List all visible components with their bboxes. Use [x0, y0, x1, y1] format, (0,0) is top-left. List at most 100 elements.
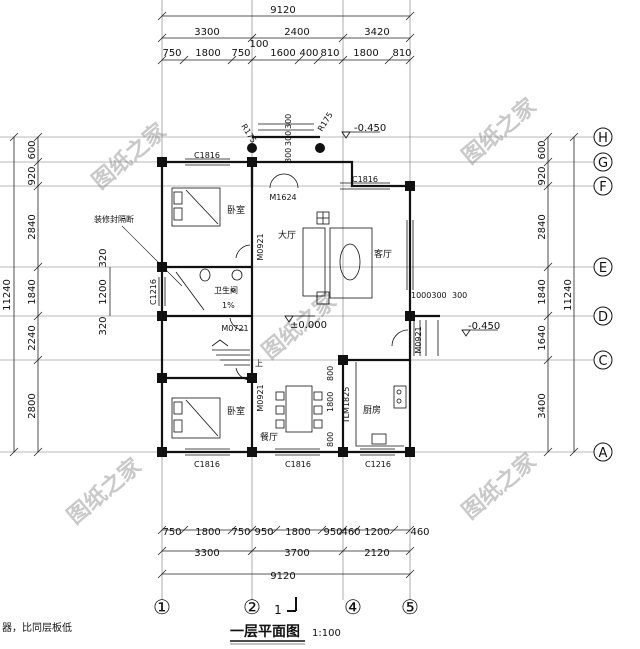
room-label-bedroom2: 卧室	[227, 405, 245, 417]
bed-icon-1	[171, 187, 221, 227]
bathroom-fixtures	[175, 268, 243, 311]
left-dim-6: 2800	[27, 393, 38, 418]
slope-label: 1%	[222, 301, 235, 310]
step-dim-1000300: 1000300	[411, 291, 447, 300]
axis-label-c: C	[598, 354, 607, 369]
windows	[158, 158, 414, 456]
bottom-detail-dim-6: 950	[323, 527, 342, 538]
room-label-bathroom: 卫生间	[214, 285, 238, 295]
axis-label-1: ①	[153, 595, 171, 619]
watermark-bottom-right: 图纸之家	[457, 447, 542, 524]
entry-dim-300b: 300	[284, 131, 293, 146]
stair-up-label: 上	[255, 359, 263, 368]
room-label-kitchen: 厨房	[363, 404, 381, 416]
room-label-guest: 客厅	[374, 248, 392, 260]
partition-leader	[121, 225, 183, 287]
door-label-entry: M1624	[269, 193, 296, 202]
left-inner-dim-1: 320	[98, 248, 109, 267]
bottom-detail-dim-9: 460	[410, 527, 429, 538]
bottom-sub-dim-3: 2120	[364, 548, 389, 559]
top-detail-dim-1: 750	[162, 48, 181, 59]
left-dim-2: 600	[27, 140, 38, 159]
right-dim-6: 3400	[537, 393, 548, 418]
axis-label-a: A	[599, 446, 608, 461]
right-dim-3: 2840	[537, 214, 548, 239]
kitchen-dim-800a: 800	[326, 366, 335, 381]
axis-label-f: F	[599, 180, 606, 195]
level-entry: -0.450	[354, 123, 386, 134]
partition-note: 装修封隔断	[94, 214, 134, 224]
door-label-bathroom: M0721	[221, 324, 248, 333]
room-label-bedroom1: 卧室	[227, 204, 245, 216]
top-dimensions	[157, 11, 415, 65]
axis-label-4: ④	[344, 595, 362, 619]
door-label-kitchen-slider: TLM1825	[342, 387, 351, 425]
top-detail-dim-7: 810	[320, 48, 339, 59]
room-label-dining: 餐厅	[260, 431, 278, 443]
stair-icon	[211, 339, 250, 366]
bottom-detail-dim-3: 750	[231, 527, 250, 538]
level-markers	[284, 131, 498, 337]
section-mark	[287, 597, 297, 612]
left-dim-3: 2840	[27, 214, 38, 239]
section-mark-number: 1	[274, 603, 282, 617]
step-dim-300: 300	[452, 291, 467, 300]
watermark-top-left: 图纸之家	[87, 117, 172, 194]
left-dimensions	[9, 132, 111, 457]
bottom-sub-dim-2: 3700	[284, 548, 309, 559]
window-label-living: C1816	[352, 175, 378, 184]
kitchen-counter-icon	[355, 362, 407, 447]
room-label-living: 大厅	[278, 229, 296, 241]
top-detail-dim-4: 100	[249, 39, 268, 50]
radius-label-right: R175	[316, 111, 335, 133]
top-detail-dim-9: 810	[392, 48, 411, 59]
radius-label-left: R175	[239, 122, 258, 144]
watermark-bottom-left: 图纸之家	[62, 452, 147, 529]
bottom-sub-dim-1: 3300	[194, 548, 219, 559]
axis-label-g: G	[598, 156, 608, 171]
axis-label-5: ⑤	[401, 595, 419, 619]
bottom-detail-dim-4: 950	[254, 527, 273, 538]
bottom-detail-dim-5: 1800	[285, 527, 310, 538]
axis-label-2: ②	[243, 595, 261, 619]
right-dim-2: 600	[537, 140, 548, 159]
window-label-bathroom: C1216	[149, 279, 158, 305]
bottom-detail-dim-7: 460	[341, 527, 360, 538]
sofa-icon	[302, 211, 373, 305]
right-dim-4: 1840	[537, 279, 548, 304]
bottom-detail-dim-8: 1200	[364, 527, 389, 538]
bottom-detail-dim-1: 750	[162, 527, 181, 538]
window-label-dining: C1816	[285, 460, 311, 469]
left-dim-5: 2240	[27, 325, 38, 350]
entry-steps	[258, 123, 439, 356]
left-total-dim: 11240	[2, 279, 13, 311]
top-detail-dim-2: 1800	[195, 48, 220, 59]
axis-label-h: H	[598, 131, 608, 146]
entry-dim-300: 300	[284, 114, 293, 129]
bottom-total-dim: 9120	[270, 571, 295, 582]
walls	[160, 135, 440, 454]
level-side: -0.450	[468, 321, 500, 332]
top-detail-dim-5: 1600	[270, 48, 295, 59]
level-floor: ±0.000	[290, 320, 327, 331]
footer-note: 器，比同层板低	[2, 621, 72, 634]
kitchen-dim-1800: 1800	[326, 392, 335, 412]
drawing-scale: 1:100	[312, 628, 341, 639]
top-total-dim: 9120	[270, 5, 295, 16]
right-dim-1: 920	[537, 166, 548, 185]
bed-icon-2	[171, 397, 221, 439]
window-label-bedroom1: C1816	[194, 151, 220, 160]
door-label-side: M0921	[414, 326, 423, 353]
top-detail-dim-8: 1800	[353, 48, 378, 59]
top-detail-dim-3: 750	[231, 48, 250, 59]
door-swings	[229, 173, 409, 381]
bottom-dimensions	[157, 525, 415, 579]
top-sub-dim-3: 3420	[364, 27, 389, 38]
door-label-bedroom1: M0921	[256, 233, 265, 260]
window-label-bedroom2: C1816	[194, 460, 220, 469]
columns	[157, 143, 415, 457]
dining-table-icon	[275, 385, 323, 433]
right-total-dim: 11240	[563, 279, 574, 311]
left-dim-1: 920	[27, 166, 38, 185]
